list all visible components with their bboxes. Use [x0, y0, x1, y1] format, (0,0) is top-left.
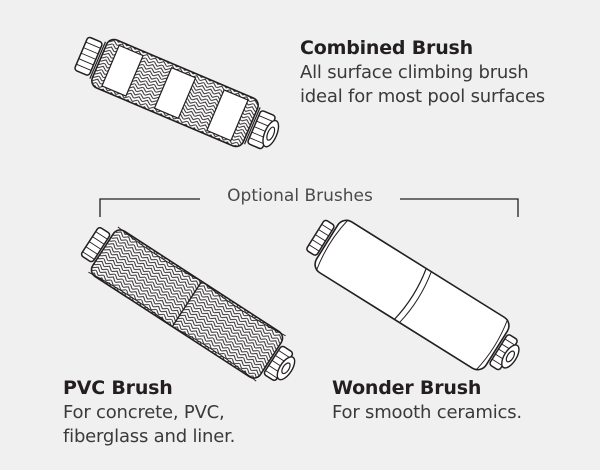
- optional-bracket: [99, 198, 519, 217]
- pvc-brush-block: PVC Brush For concrete, PVC, fiberglass …: [63, 376, 235, 449]
- pvc-brush-desc-line-2: fiberglass and liner.: [63, 426, 236, 447]
- combined-brush-block: Combined Brush All surface climbing brus…: [300, 36, 545, 109]
- pvc-brush-title: PVC Brush: [63, 377, 173, 399]
- combined-brush-desc-line-1: All surface climbing brush: [300, 62, 529, 83]
- combined-brush-title: Combined Brush: [300, 37, 473, 59]
- combined-brush-desc-line-2: ideal for most pool surfaces: [300, 86, 545, 107]
- wonder-brush-desc-line-1: For smooth ceramics.: [332, 402, 522, 423]
- wonder-brush-title: Wonder Brush: [332, 377, 482, 399]
- pvc-brush-desc-line-1: For concrete, PVC,: [63, 402, 225, 423]
- wonder-brush-block: Wonder Brush For smooth ceramics.: [332, 376, 522, 425]
- optional-brushes-label: Optional Brushes: [227, 186, 373, 206]
- wonder-brush-icon: [306, 219, 520, 371]
- combined-brush-icon: [74, 36, 280, 150]
- pvc-brush-icon: [80, 226, 296, 382]
